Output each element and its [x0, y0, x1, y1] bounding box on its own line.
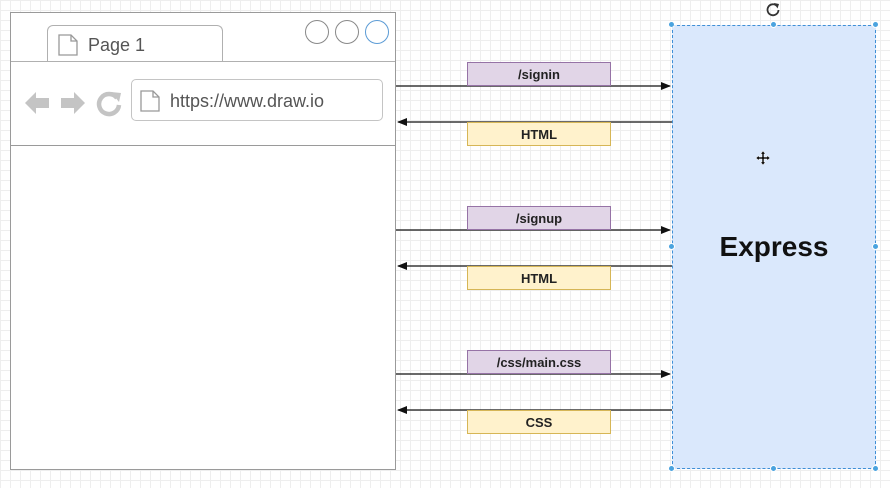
move-cursor-icon: [756, 151, 770, 165]
toolbar-divider: [11, 145, 395, 146]
arrow-right-icon[interactable]: [59, 89, 87, 117]
window-button-2[interactable]: [335, 20, 359, 44]
tab-label: Page 1: [88, 35, 146, 55]
resize-handle-top[interactable]: [770, 21, 777, 28]
resize-handle-top-right[interactable]: [872, 21, 879, 28]
resize-handle-bottom-left[interactable]: [668, 465, 675, 472]
request-label-1[interactable]: /signin: [467, 62, 611, 86]
browser-toolbar: https://www.draw.io: [11, 62, 395, 145]
arrow-left-icon[interactable]: [23, 89, 51, 117]
rotate-handle-icon[interactable]: [765, 1, 781, 17]
url-text: https://www.draw.io: [170, 91, 325, 111]
reload-icon[interactable]: [95, 89, 123, 117]
window-button-3[interactable]: [365, 20, 389, 44]
response-label-2[interactable]: HTML: [467, 266, 611, 290]
window-button-1[interactable]: [305, 20, 329, 44]
resize-handle-bottom-right[interactable]: [872, 465, 879, 472]
response-label-3[interactable]: CSS: [467, 410, 611, 434]
request-label-3[interactable]: /css/main.css: [467, 350, 611, 374]
resize-handle-top-left[interactable]: [668, 21, 675, 28]
browser-tab[interactable]: Page 1: [47, 25, 223, 62]
url-field[interactable]: https://www.draw.io: [131, 79, 383, 121]
response-label-1[interactable]: HTML: [467, 122, 611, 146]
document-icon: [58, 34, 78, 56]
resize-handle-left[interactable]: [668, 243, 675, 250]
browser-mockup[interactable]: Page 1 https://www.draw.io: [10, 12, 396, 470]
document-icon: [140, 90, 160, 112]
tab-divider: [11, 61, 395, 62]
resize-handle-right[interactable]: [872, 243, 879, 250]
express-server-box[interactable]: Express: [672, 25, 876, 469]
resize-handle-bottom[interactable]: [770, 465, 777, 472]
tab-strip: Page 1: [11, 13, 395, 62]
server-label: Express: [719, 231, 829, 262]
request-label-2[interactable]: /signup: [467, 206, 611, 230]
